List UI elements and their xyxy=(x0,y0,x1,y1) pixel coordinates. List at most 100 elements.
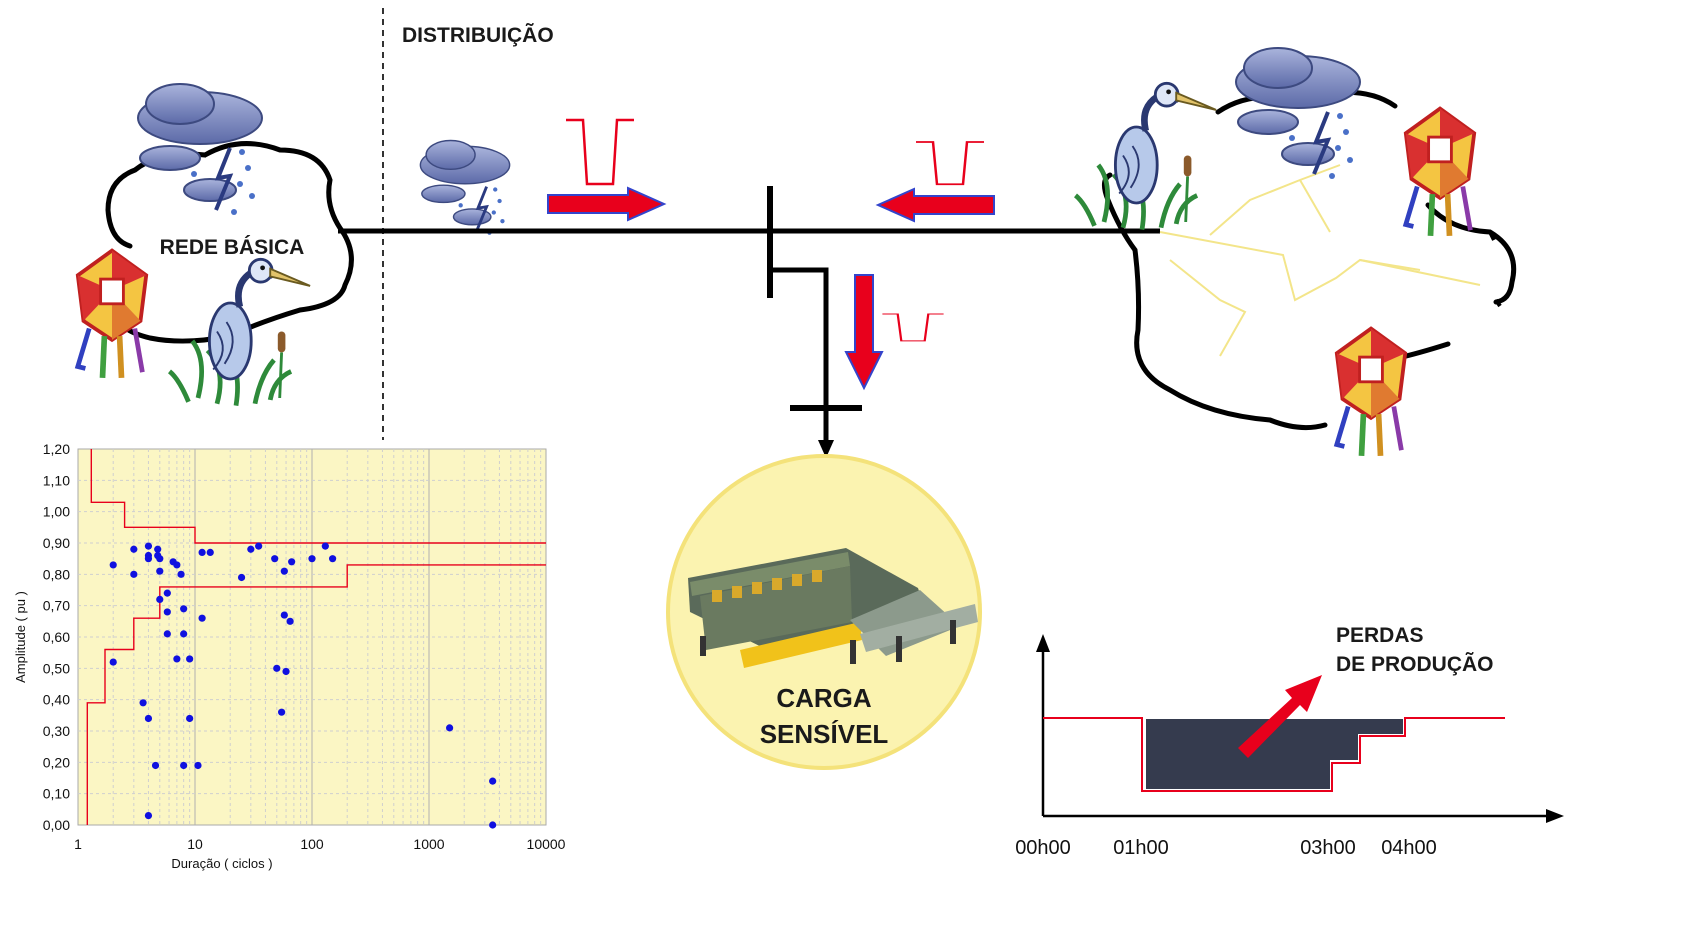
sag-scatter-chart: 0,00 0,10 0,20 0,30 0,40 0,50 0,60 0,70 0,80 0,90… xyxy=(13,441,566,871)
chart-curves xyxy=(86,449,546,825)
production-loss-area xyxy=(1146,719,1403,789)
production-loss-arrow xyxy=(1238,675,1322,758)
chart-y-tick-label: 0,10 xyxy=(43,786,70,802)
chart-data-point xyxy=(198,614,206,622)
sensitive-load-label-2: SENSÍVEL xyxy=(760,719,889,749)
production-loss-label-2: DE PRODUÇÃO xyxy=(1336,653,1494,676)
chart-data-point xyxy=(173,655,181,663)
chart-data-point xyxy=(273,664,281,672)
chart-data-point xyxy=(288,558,296,566)
load-connection-arrow xyxy=(818,440,834,458)
chart-data-point xyxy=(206,548,214,557)
chart-lower-limit-curve xyxy=(86,564,546,825)
chart-points xyxy=(109,542,497,829)
chart-data-point xyxy=(139,699,147,707)
voltage-sag-waveform xyxy=(881,312,945,343)
chart-data-point xyxy=(247,545,255,553)
chart-data-point xyxy=(186,714,194,723)
chart-x-tick-label: 10 xyxy=(187,836,203,852)
chart-x-tick-label: 1 xyxy=(74,836,82,852)
chart-y-tick-label: 1,10 xyxy=(43,472,70,488)
chart-data-point xyxy=(255,542,263,550)
chart-data-point xyxy=(144,812,153,820)
chart-x-axis-label: Duração ( ciclos ) xyxy=(171,856,272,871)
right-network-feeders xyxy=(1159,164,1481,357)
production-level-curve xyxy=(1043,717,1505,792)
chart-y-tick-label: 0,60 xyxy=(43,629,70,645)
chart-data-point xyxy=(321,542,329,550)
chart-data-point xyxy=(144,555,153,563)
chart-data-point xyxy=(144,714,153,723)
chart-data-point xyxy=(271,555,279,563)
voltage-sag-waveform xyxy=(914,140,986,186)
chart-data-point xyxy=(180,761,188,770)
chart-data-point xyxy=(163,630,171,638)
chart-y-tick-label: 0,70 xyxy=(43,598,70,614)
chart-y-tick-label: 1,20 xyxy=(43,441,70,457)
chart-data-point xyxy=(163,589,171,597)
timeline-tick-3: 04h00 xyxy=(1381,837,1437,859)
chart-data-point xyxy=(156,567,164,575)
chart-data-point xyxy=(163,608,171,616)
chart-data-point xyxy=(180,605,188,613)
chart-data-point xyxy=(173,561,181,569)
sag-propagation-arrow-down xyxy=(844,274,884,391)
chart-y-tick-label: 0,30 xyxy=(43,723,70,739)
basic-network-label: REDE BÁSICA xyxy=(160,236,305,259)
load-feeder xyxy=(770,267,829,450)
chart-data-point xyxy=(130,570,138,578)
chart-data-point xyxy=(446,724,454,732)
chart-y-tick-label: 0,40 xyxy=(43,692,70,708)
voltage-sag-waveform xyxy=(564,118,636,186)
chart-data-point xyxy=(280,567,288,575)
chart-y-tick-label: 0,00 xyxy=(43,817,70,833)
chart-data-point xyxy=(194,761,202,770)
chart-y-ticks: 0,00 0,10 0,20 0,30 0,40 0,50 0,60 0,70 0,80 0,90… xyxy=(43,441,70,833)
chart-data-point xyxy=(489,777,497,785)
production-loss-label-1: PERDAS xyxy=(1336,624,1424,647)
chart-data-point xyxy=(154,545,162,553)
distribution-label: DISTRIBUIÇÃO xyxy=(402,24,554,47)
chart-y-tick-label: 0,20 xyxy=(43,754,70,770)
chart-data-point xyxy=(198,548,206,557)
chart-data-point xyxy=(177,570,185,578)
kite-icon xyxy=(1337,329,1405,456)
chart-grid xyxy=(78,449,546,825)
chart-data-point xyxy=(278,708,286,716)
timeline-tick-0: 00h00 xyxy=(1015,837,1071,859)
kite-icon xyxy=(78,251,146,378)
chart-data-point xyxy=(109,658,117,666)
chart-y-tick-label: 0,90 xyxy=(43,535,70,551)
chart-data-point xyxy=(286,617,294,625)
chart-x-tick-label: 10000 xyxy=(527,836,566,852)
chart-data-point xyxy=(144,542,153,550)
chart-y-tick-label: 0,80 xyxy=(43,566,70,582)
factory-machine-icon xyxy=(688,548,978,668)
heron-icon xyxy=(1076,83,1217,229)
chart-data-point xyxy=(282,667,290,676)
chart-x-tick-label: 100 xyxy=(300,836,324,852)
heron-icon xyxy=(170,259,311,405)
chart-data-point xyxy=(130,545,138,553)
chart-y-tick-label: 0,50 xyxy=(43,660,70,676)
storm-cloud-icon xyxy=(418,139,512,237)
chart-upper-limit-curve xyxy=(90,449,546,544)
chart-data-point xyxy=(329,555,337,563)
chart-data-point xyxy=(280,611,288,619)
chart-x-ticks: 1 10 100 1000 10000 xyxy=(74,836,566,852)
sensitive-load-label-1: CARGA xyxy=(776,683,872,713)
chart-y-tick-label: 1,00 xyxy=(43,504,70,520)
chart-y-axis-label: Amplitude ( pu ) xyxy=(13,591,28,683)
chart-x-tick-label: 1000 xyxy=(413,836,444,852)
chart-data-point xyxy=(156,595,164,604)
chart-data-point xyxy=(186,655,194,663)
production-loss-chart: PERDAS DE PRODUÇÃO 00h00 01h00 03h00 04h… xyxy=(1015,624,1564,859)
chart-data-point xyxy=(109,561,117,569)
chart-data-point xyxy=(308,555,316,563)
storm-cloud-icon xyxy=(136,82,264,217)
sag-propagation-arrow-left xyxy=(875,187,995,223)
chart-data-point xyxy=(237,573,246,582)
timeline-tick-1: 01h00 xyxy=(1113,837,1169,859)
chart-data-point xyxy=(156,555,164,563)
